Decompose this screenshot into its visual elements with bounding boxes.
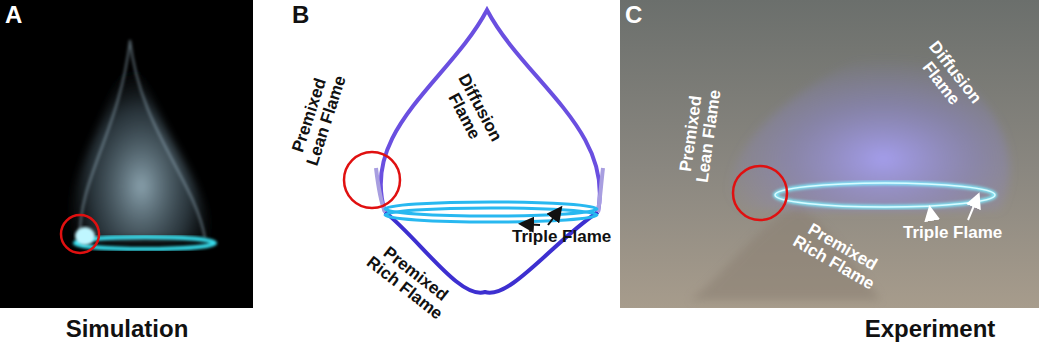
experiment-panel [620, 0, 1039, 308]
panel-letter: C [625, 2, 642, 27]
flame-label: Premixed Rich Flame [360, 236, 461, 326]
panel-letter: A [5, 2, 22, 27]
flame-label: Premixed Lean Flame [675, 78, 726, 192]
flame-label: Triple Flame [903, 224, 1002, 242]
flame-label: Premixed Rich Flame [786, 215, 890, 296]
panel-letter: B [292, 2, 309, 27]
flame-label: Diffusion Flame [434, 62, 510, 163]
simulation-panel [0, 0, 253, 308]
flame-label: Premixed Lean Flame [284, 60, 352, 176]
panel-caption: Simulation [66, 316, 189, 341]
flame-label: Triple Flame [512, 228, 611, 246]
flame-label: Diffusion Flame [905, 30, 992, 127]
panel-caption: Experiment [865, 316, 996, 341]
